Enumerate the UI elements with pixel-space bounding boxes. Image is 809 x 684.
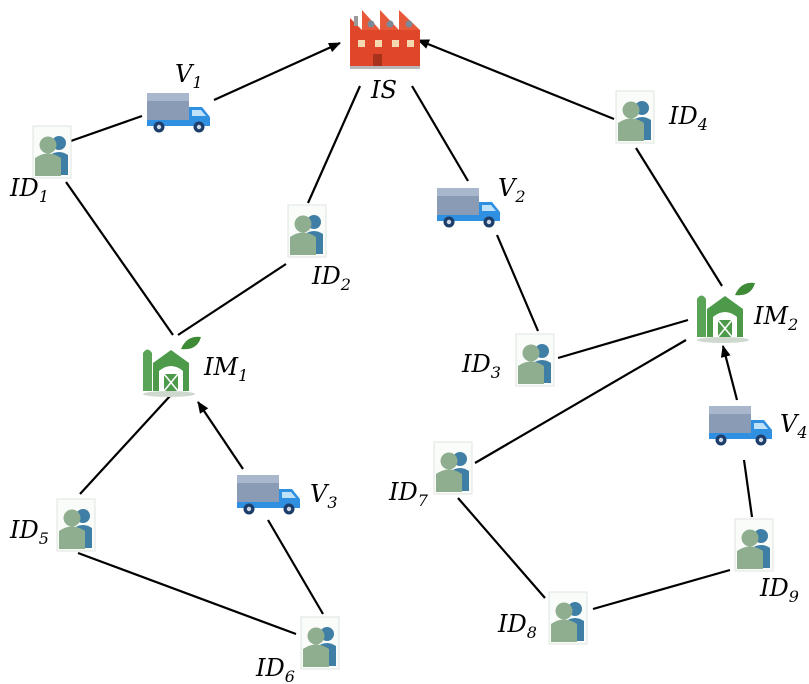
person-icon (615, 90, 655, 144)
edge-id8-id9 (592, 568, 731, 611)
node-label-id6: ID6 (255, 654, 295, 684)
person-icon (287, 204, 327, 258)
node-label-im1: IM1 (203, 353, 248, 385)
node-label-v1: V1 (175, 60, 203, 92)
node-label-id9: ID9 (759, 574, 799, 606)
edge-im1-id2 (177, 263, 287, 336)
edge-id1-v1 (67, 114, 143, 144)
node-label-is: IS (370, 76, 397, 104)
edge-v4-im2 (720, 345, 739, 401)
edge-v2-id3 (495, 234, 540, 332)
factory-icon (350, 10, 420, 69)
node-label-im2: IM2 (753, 302, 798, 334)
node-label-id2: ID2 (311, 262, 351, 294)
node-label-id4: ID4 (668, 102, 708, 134)
edge-id3-im2 (557, 318, 689, 360)
edge-id5-im1 (79, 395, 171, 495)
person-icon (734, 518, 774, 572)
node-label-id3: ID3 (461, 350, 501, 382)
icons-layer (32, 10, 774, 670)
truck-icon (709, 406, 772, 446)
person-icon (515, 333, 555, 387)
truck-icon (437, 188, 500, 228)
person-icon (433, 441, 473, 495)
node-label-v2: V2 (498, 174, 526, 206)
edge-id9-v4 (742, 459, 754, 518)
edge-id7-id8 (457, 497, 546, 599)
edge-id1-im1 (65, 181, 174, 336)
edge-is-v2 (411, 85, 469, 182)
edge-id4-is (417, 38, 615, 121)
person-icon (300, 616, 340, 670)
node-label-id1: ID1 (9, 174, 49, 206)
node-label-v3: V3 (310, 480, 338, 512)
truck-icon (147, 93, 210, 133)
node-label-v4: V4 (780, 410, 808, 442)
edge-v3-im1 (197, 401, 244, 470)
person-icon (548, 591, 588, 645)
farm-icon (142, 335, 202, 398)
labels-layer: IS V1 V2 V3 V4 IM1 IM2 ID1 ID2 ID3 ID4 I… (9, 60, 808, 684)
edge-id5-id6 (77, 551, 297, 636)
farm-icon (696, 281, 756, 344)
edge-im2-id7 (474, 339, 687, 464)
edge-id2-is (306, 85, 362, 204)
node-label-id5: ID5 (9, 516, 49, 548)
truck-icon (237, 475, 300, 515)
edges-layer (65, 38, 754, 636)
node-label-id7: ID7 (388, 478, 429, 510)
edge-id4-im2 (635, 147, 723, 287)
edge-v1-is (213, 41, 341, 102)
person-icon (56, 498, 96, 552)
person-icon (32, 125, 72, 179)
node-label-id8: ID8 (497, 610, 537, 642)
edge-id6-v3 (267, 519, 324, 615)
